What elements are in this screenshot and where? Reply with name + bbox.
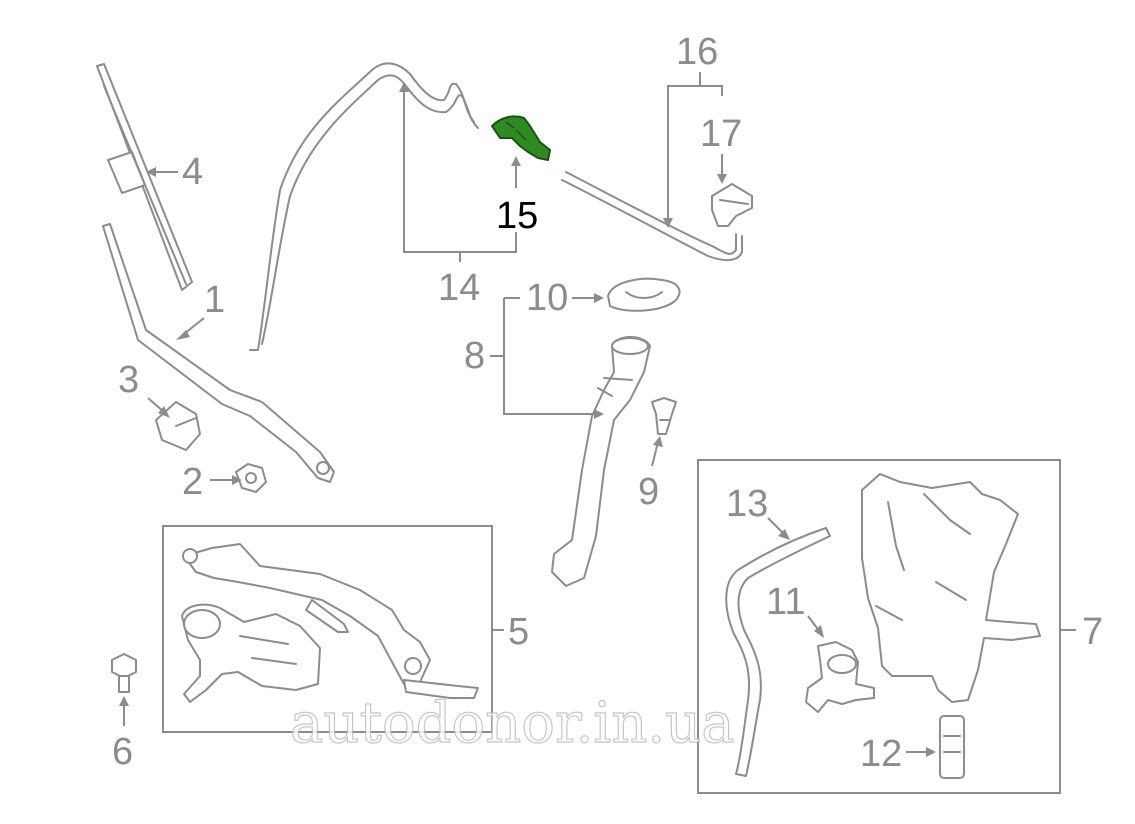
callout-13: 13 [726, 483, 768, 525]
part-17-washer-jet [711, 183, 753, 227]
part-15-highlighted-nozzle [491, 115, 551, 161]
part-13-washer-tube [725, 527, 831, 777]
leader-lines [119, 72, 1076, 757]
callout-11: 11 [766, 581, 805, 623]
callout-5: 5 [508, 611, 529, 653]
callout-2: 2 [182, 461, 203, 503]
callout-9: 9 [638, 471, 659, 513]
callout-17: 17 [700, 113, 742, 155]
callout-labels: 4 1 3 2 6 5 14 15 16 17 10 8 9 7 13 11 1… [112, 31, 1103, 775]
part-9-clip [651, 397, 677, 435]
part-1-wiper-arm [102, 223, 335, 483]
part-10-filler-cap [607, 277, 681, 312]
callout-10: 10 [526, 277, 568, 319]
part-5-wiper-motor-linkage [162, 525, 493, 733]
part-4-wiper-blade [96, 63, 193, 291]
callout-7: 7 [1082, 611, 1103, 653]
callout-15: 15 [496, 195, 538, 237]
callout-12: 12 [860, 733, 902, 775]
callout-16: 16 [676, 31, 718, 73]
callout-1: 1 [204, 279, 225, 321]
callout-14: 14 [438, 267, 480, 309]
part-11-washer-pump [805, 641, 875, 713]
part-2-nut [235, 463, 267, 493]
watermark-text: autodonor.in.ua [290, 691, 735, 756]
part-14-washer-hose [249, 62, 479, 351]
part-16-hose [561, 171, 743, 262]
part-8-filler-neck [551, 336, 651, 587]
part-6-bolt [111, 653, 137, 693]
callout-6: 6 [112, 731, 133, 773]
callout-3: 3 [118, 359, 139, 401]
callout-8: 8 [464, 335, 485, 377]
callout-4: 4 [182, 151, 203, 193]
part-7-washer-reservoir [697, 459, 1061, 794]
